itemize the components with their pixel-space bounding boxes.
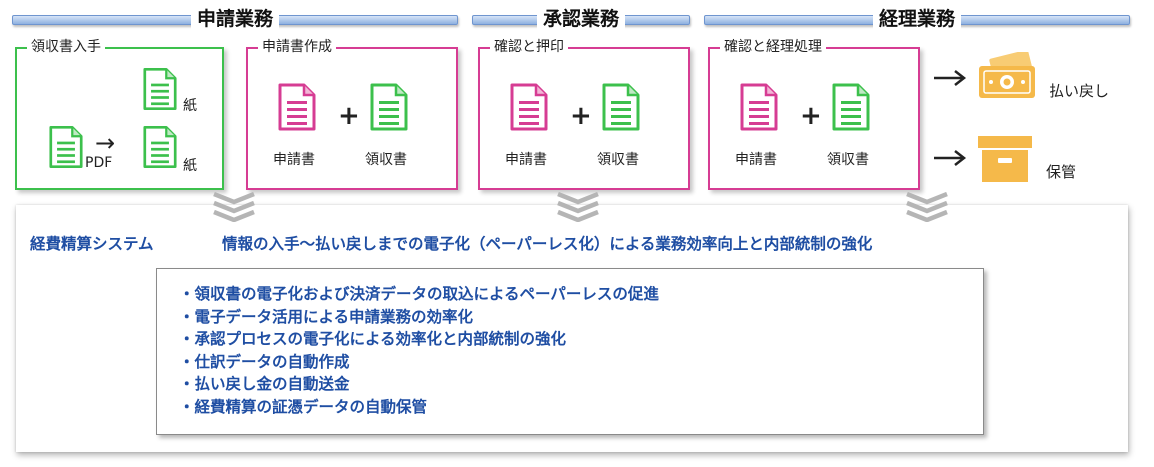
storage-box-icon [978, 136, 1032, 182]
plus-sign: + [800, 101, 822, 131]
phase-title: 経理業務 [872, 8, 961, 30]
box-confirm-accounting: 確認と経理処理 + 申請書 領収書 [708, 39, 920, 190]
box-label: 確認と経理処理 [720, 39, 826, 55]
system-title: 経費精算システム [30, 235, 154, 253]
receipt-icon [832, 83, 870, 131]
pdf-label: PDF [85, 155, 113, 171]
chevron-down-icon [212, 192, 256, 222]
phase-title: 申請業務 [190, 8, 279, 30]
paper-receipt-icon [143, 125, 177, 169]
box-application-creation: 申請書作成 + 申請書 領収書 [246, 39, 458, 190]
doc-caption: 領収書 [365, 152, 407, 168]
box-label: 確認と押印 [490, 39, 568, 55]
list-item: ・領収書の電子化および決済データの取込によるペーパーレスの促進 [179, 285, 659, 303]
receipt-icon [602, 83, 640, 131]
application-form-icon [278, 83, 316, 131]
paper-label: 紙 [183, 98, 197, 114]
list-item: ・払い戻し金の自動送金 [179, 375, 350, 393]
system-subtitle: 情報の入手～払い戻しまでの電子化（ペーパーレス化）による業務効率向上と内部統制の… [222, 235, 873, 253]
doc-caption: 申請書 [273, 152, 315, 168]
application-form-icon [740, 83, 778, 131]
paper-receipt-icon [143, 67, 177, 111]
paper-label: 紙 [183, 158, 197, 174]
box-label: 領収書入手 [27, 39, 105, 55]
doc-caption: 領収書 [827, 152, 869, 168]
phase-header-approval: 承認業務 [472, 8, 690, 30]
refund-label: 払い戻し [1049, 82, 1110, 100]
arrow-right-icon: → [95, 129, 116, 157]
application-form-icon [510, 83, 548, 131]
pdf-receipt-icon [49, 125, 83, 169]
benefits-list: ・領収書の電子化および決済データの取込によるペーパーレスの促進 ・電子データ活用… [157, 269, 983, 418]
chevron-down-icon [556, 192, 600, 222]
receipt-icon [370, 83, 408, 131]
list-item: ・電子データ活用による申請業務の効率化 [179, 307, 474, 326]
chevron-down-icon [905, 192, 949, 222]
arrow-right-icon [934, 70, 967, 86]
money-icon [979, 52, 1035, 98]
plus-sign: + [338, 101, 360, 131]
box-confirm-stamp: 確認と押印 + 申請書 領収書 [478, 39, 690, 190]
storage-label: 保管 [1046, 163, 1077, 181]
phase-header-application: 申請業務 [12, 8, 458, 30]
benefits-box: ・領収書の電子化および決済データの取込によるペーパーレスの促進 ・電子データ活用… [156, 268, 984, 435]
expense-system-panel: 経費精算システム 情報の入手～払い戻しまでの電子化（ペーパーレス化）による業務効… [16, 205, 1128, 452]
arrow-right-icon [934, 150, 967, 166]
doc-caption: 申請書 [735, 152, 777, 168]
phase-title: 承認業務 [536, 8, 625, 30]
list-item: ・承認プロセスの電子化による効率化と内部統制の強化 [179, 330, 567, 348]
phase-header-accounting: 経理業務 [704, 8, 1130, 30]
box-receipt-acquisition: 領収書入手 紙 PDF → 紙 [15, 39, 224, 190]
doc-caption: 領収書 [597, 152, 639, 168]
list-item: ・仕訳データの自動作成 [179, 352, 350, 371]
doc-caption: 申請書 [505, 152, 547, 168]
box-label: 申請書作成 [258, 39, 336, 55]
list-item: ・経費精算の証憑データの自動保管 [179, 397, 428, 416]
plus-sign: + [570, 101, 592, 131]
